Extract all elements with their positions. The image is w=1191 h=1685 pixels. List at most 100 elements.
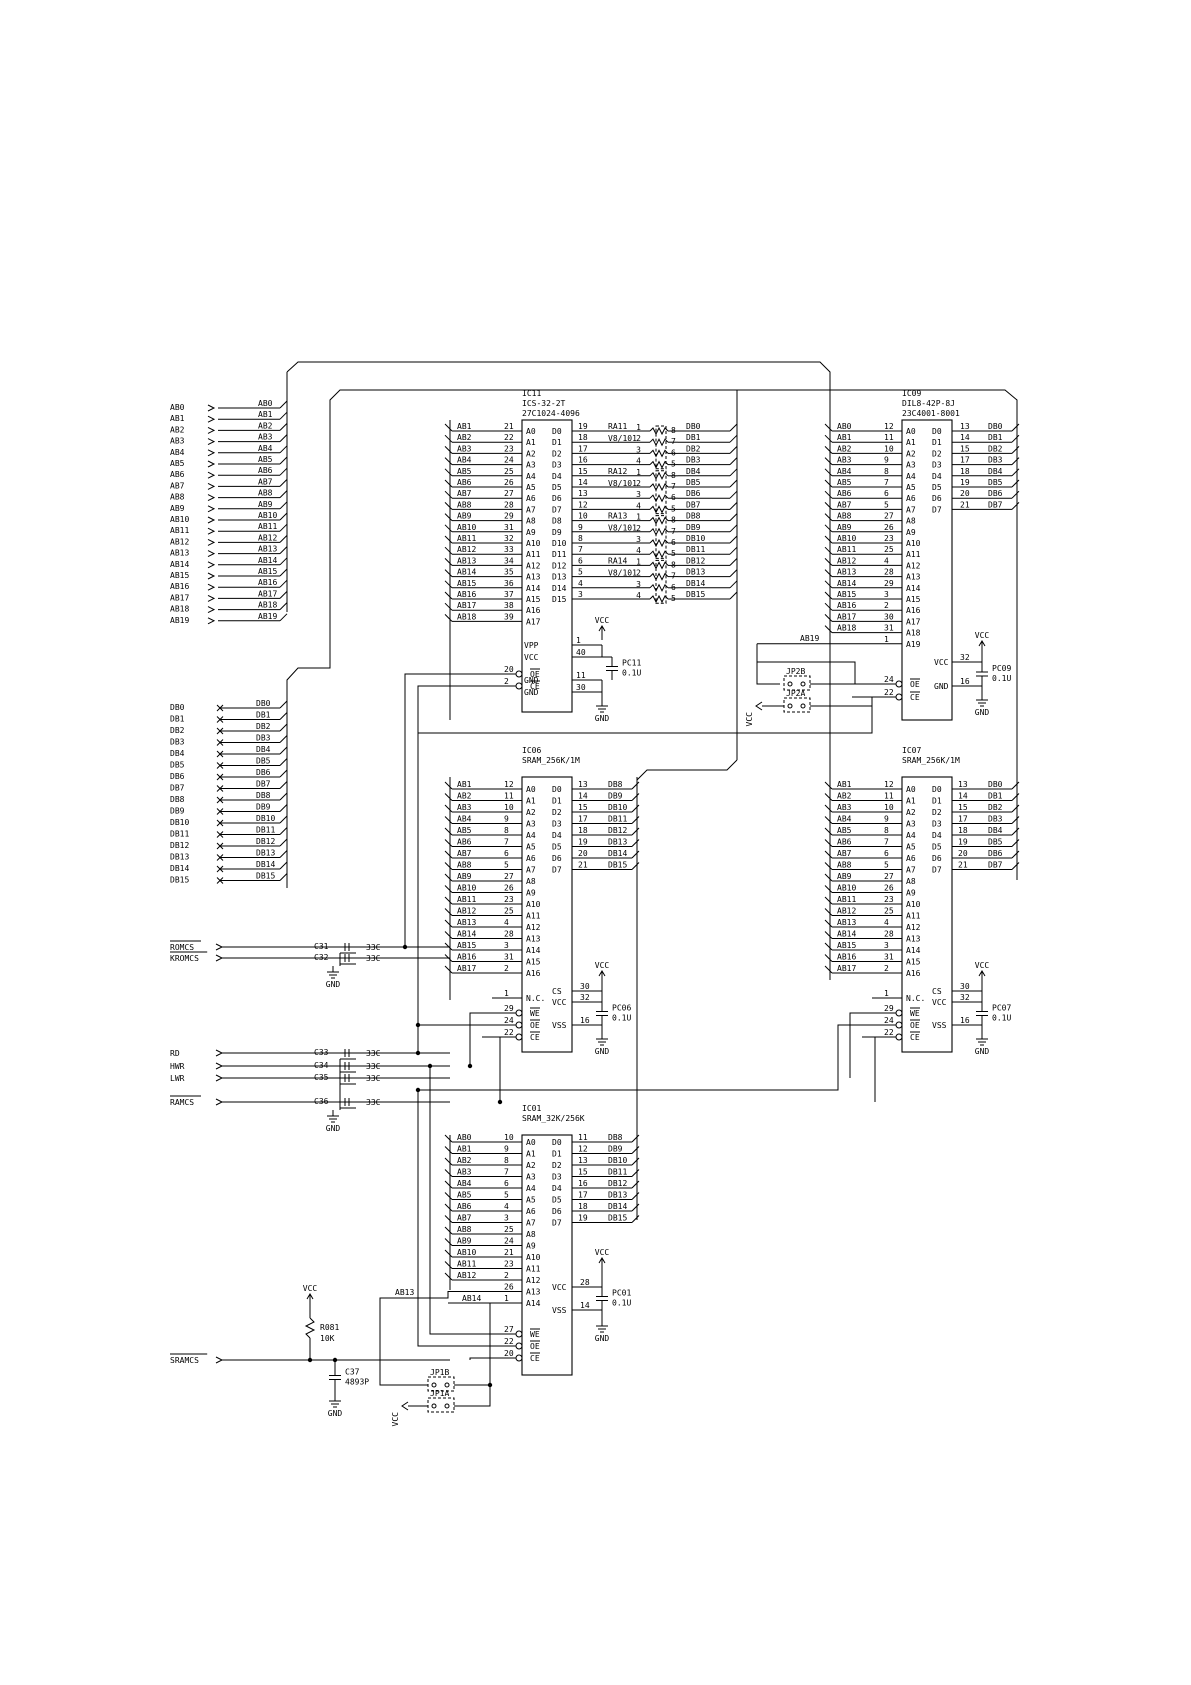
bus-tag-DB2: DB2 xyxy=(256,722,271,731)
pin-name: A17 xyxy=(526,617,541,626)
pin-name: D0 xyxy=(552,1138,562,1147)
ic-body-ic09 xyxy=(901,419,953,721)
input-net-DB5: DB5 xyxy=(170,761,185,770)
ra-pin: 7 xyxy=(671,482,676,491)
bus-entry xyxy=(824,423,833,432)
pin-number: 8 xyxy=(578,534,583,543)
bus-entry xyxy=(1011,839,1020,847)
port-arrow xyxy=(207,460,216,468)
addr-net: AB3 xyxy=(837,803,852,812)
pin-number: 21 xyxy=(504,422,514,431)
bus-entry xyxy=(824,827,833,836)
pin-number: 8 xyxy=(504,1156,509,1165)
bus-entry xyxy=(444,896,453,905)
bus-tag-AB18: AB18 xyxy=(258,601,277,610)
ic-ic01 xyxy=(521,1134,573,1376)
bus-entry xyxy=(631,1192,640,1200)
bus-entry xyxy=(729,434,738,443)
cap-ref: C32 xyxy=(314,953,329,962)
cap-value: 33C xyxy=(366,1074,381,1083)
pin-name: D2 xyxy=(552,449,562,458)
ra-value: V8/101 xyxy=(608,524,637,533)
pin-name: N.C. xyxy=(526,994,545,1003)
data-net: DB4 xyxy=(988,467,1003,476)
pin-number: 26 xyxy=(504,478,514,487)
pin-name: A8 xyxy=(526,517,536,526)
bus-tag-AB5: AB5 xyxy=(258,455,273,464)
pin-number: 15 xyxy=(578,803,588,812)
pin-number: 3 xyxy=(578,590,583,599)
pin-name: VCC xyxy=(932,998,947,1007)
pin-name: CE xyxy=(530,1354,540,1363)
pin-number: 22 xyxy=(504,1028,514,1037)
input-net-AB9: AB9 xyxy=(170,504,185,513)
bus-entry xyxy=(279,501,288,510)
resistor-element xyxy=(649,494,669,503)
bus-entry xyxy=(824,535,833,544)
addr-net: AB11 xyxy=(837,545,856,554)
cap-ref: C34 xyxy=(314,1061,329,1070)
pin-number: 5 xyxy=(884,500,889,509)
inversion-bubble xyxy=(895,680,903,688)
rd09-route xyxy=(418,696,873,734)
bus-entry xyxy=(279,700,288,709)
ic-part: SRAM_256K/1M xyxy=(522,756,580,765)
pin-name: CE xyxy=(530,1033,540,1042)
port-arrow xyxy=(207,572,216,580)
pin-name: D14 xyxy=(552,584,567,593)
ra-pin: 4 xyxy=(636,501,641,510)
pin-number: 14 xyxy=(578,792,588,801)
pin-name: D3 xyxy=(552,820,562,829)
addr-net: AB15 xyxy=(457,579,476,588)
pin-number: 12 xyxy=(884,780,894,789)
pin-number: 28 xyxy=(884,930,894,939)
pin-name: A14 xyxy=(906,946,921,955)
pin-number: 31 xyxy=(504,523,514,532)
pin-number: 26 xyxy=(884,523,894,532)
romcs-route xyxy=(404,673,492,947)
port-arrow xyxy=(207,505,216,513)
pin-number: 28 xyxy=(580,1278,590,1287)
addr-net: AB2 xyxy=(457,792,472,801)
ic-body-ic11 xyxy=(521,419,573,713)
input-net-DB1: DB1 xyxy=(170,715,185,724)
bus-entry xyxy=(729,524,738,533)
addr-net: AB1 xyxy=(457,780,472,789)
pin-name: A4 xyxy=(526,1184,536,1193)
pin-name: A15 xyxy=(526,595,541,604)
pin-name: A5 xyxy=(906,483,916,492)
ra-pin: 1 xyxy=(636,513,641,522)
bus-tag-DB4: DB4 xyxy=(256,745,271,754)
addr-net: AB7 xyxy=(837,849,852,858)
bus-entry xyxy=(824,468,833,477)
pin-number: 9 xyxy=(884,456,889,465)
addr-net: AB14 xyxy=(837,930,856,939)
pin-number: 23 xyxy=(884,895,894,904)
addr-net: AB14 xyxy=(457,930,476,939)
resistor-element xyxy=(649,482,669,492)
pin-number: 7 xyxy=(578,545,583,554)
bus-entry xyxy=(279,490,288,498)
port-arrow xyxy=(207,426,216,434)
bus-entry xyxy=(824,490,833,499)
data-net: DB12 xyxy=(608,1179,627,1188)
jumper-pin xyxy=(431,1403,437,1409)
pin-name: D0 xyxy=(552,427,562,436)
bus-entry xyxy=(729,479,738,488)
pin-name: A0 xyxy=(526,1138,536,1147)
pin-number: 19 xyxy=(960,478,970,487)
addr-net: AB13 xyxy=(457,556,476,565)
pin-number: 10 xyxy=(504,803,514,812)
pin-name: D7 xyxy=(932,866,942,875)
inversion-bubble xyxy=(515,1009,523,1017)
ra-pin: 7 xyxy=(671,437,676,446)
r081-body xyxy=(304,1317,316,1339)
bus-entry xyxy=(444,1157,453,1166)
ra-pin: 8 xyxy=(671,426,676,435)
bus-tag-AB19: AB19 xyxy=(258,612,277,621)
pin-number: 7 xyxy=(884,838,889,847)
bus-entry xyxy=(444,1261,453,1269)
bus-entry xyxy=(1011,781,1020,790)
bus-tag-AB10: AB10 xyxy=(258,511,277,520)
pin-number: 21 xyxy=(958,861,968,870)
